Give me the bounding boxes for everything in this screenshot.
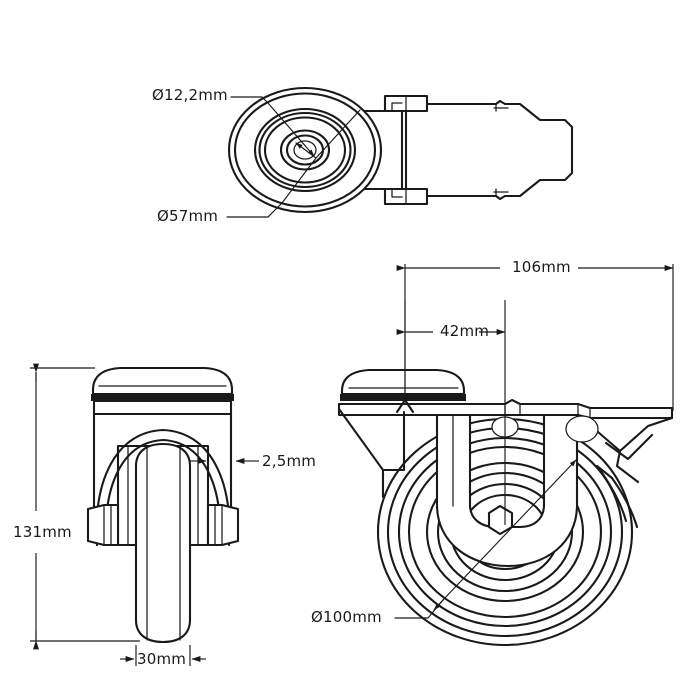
dim-label-bore-diameter: Ø12,2mm <box>152 86 228 104</box>
view-top: Ø12,2mm Ø57mm <box>152 86 574 225</box>
top-mounting-plate <box>402 99 574 201</box>
leader-swivel-plate-diameter <box>226 157 317 218</box>
side-fork-leg <box>435 410 579 568</box>
dim-wheel-width: 30mm <box>120 645 206 668</box>
dim-overall-height: 131mm <box>13 363 140 650</box>
view-side: 106mm 42mm Ø100mm <box>311 258 674 647</box>
dim-label-wheel-diameter: Ø100mm <box>311 608 382 626</box>
dim-hole-offset: 42mm <box>396 300 506 525</box>
dim-label-plate-length: 106mm <box>512 258 571 276</box>
dim-label-hole-offset: 42mm <box>440 322 489 340</box>
side-hub-hex-nut <box>487 504 514 536</box>
dim-label-overall-height: 131mm <box>13 523 72 541</box>
dim-label-plate-thickness: 2,5mm <box>262 452 316 470</box>
dim-plate-thickness: 2,5mm <box>190 452 316 470</box>
front-axle-bolts <box>86 503 240 547</box>
leader-bore-diameter <box>230 96 361 159</box>
dim-label-wheel-width: 30mm <box>137 650 186 668</box>
dim-label-swivel-plate-diameter: Ø57mm <box>157 207 218 225</box>
front-wheel <box>134 442 192 644</box>
view-front: 131mm 30mm 2,5mm <box>13 363 316 668</box>
dim-wheel-diameter: Ø100mm <box>311 459 577 626</box>
front-mounting-plate <box>91 366 234 401</box>
